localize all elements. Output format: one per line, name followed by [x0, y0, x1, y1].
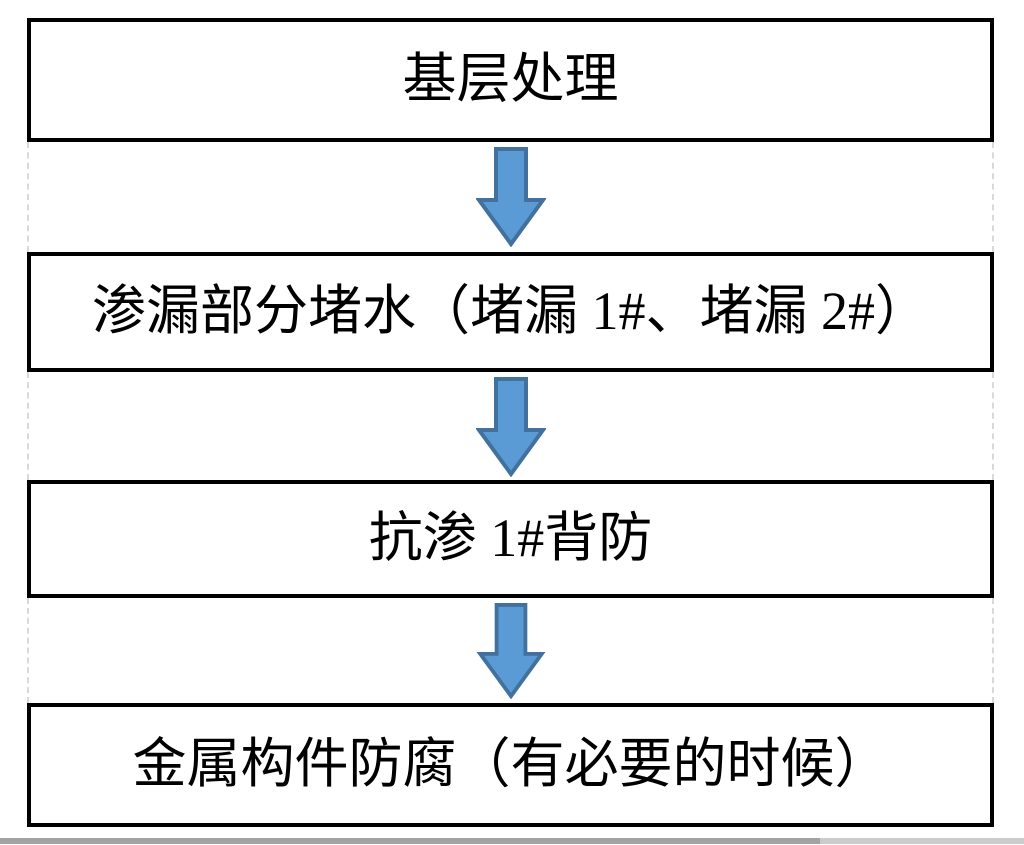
- flow-step-box-1: 基层处理: [27, 18, 994, 142]
- down-arrow-shape: [475, 377, 546, 477]
- flow-step-box-4: 金属构件防腐（有必要的时候）: [27, 703, 994, 827]
- down-arrow-icon: [476, 603, 545, 699]
- down-arrow-shape: [476, 603, 545, 699]
- flow-step-label: 基层处理: [402, 49, 619, 110]
- down-arrow-icon: [475, 147, 546, 247]
- flow-step-label: 抗渗 1#背防: [368, 508, 653, 569]
- down-arrow-icon: [475, 377, 546, 477]
- down-arrow-shape: [475, 147, 546, 247]
- flow-step-box-3: 抗渗 1#背防: [27, 480, 994, 598]
- flow-step-box-2: 渗漏部分堵水（堵漏 1#、堵漏 2#）: [27, 252, 994, 372]
- flow-step-label: 金属构件防腐（有必要的时候）: [132, 734, 889, 795]
- flow-connector-row: [27, 142, 994, 252]
- flow-connector-row: [27, 372, 994, 480]
- flow-step-label: 渗漏部分堵水（堵漏 1#、堵漏 2#）: [92, 281, 929, 342]
- horizontal-scrollbar-thumb[interactable]: [0, 838, 820, 844]
- flowchart: 基层处理 渗漏部分堵水（堵漏 1#、堵漏 2#） 抗渗 1#背防 金属构件防腐（…: [27, 18, 994, 827]
- horizontal-scrollbar[interactable]: [0, 838, 1024, 844]
- flow-connector-row: [27, 598, 994, 703]
